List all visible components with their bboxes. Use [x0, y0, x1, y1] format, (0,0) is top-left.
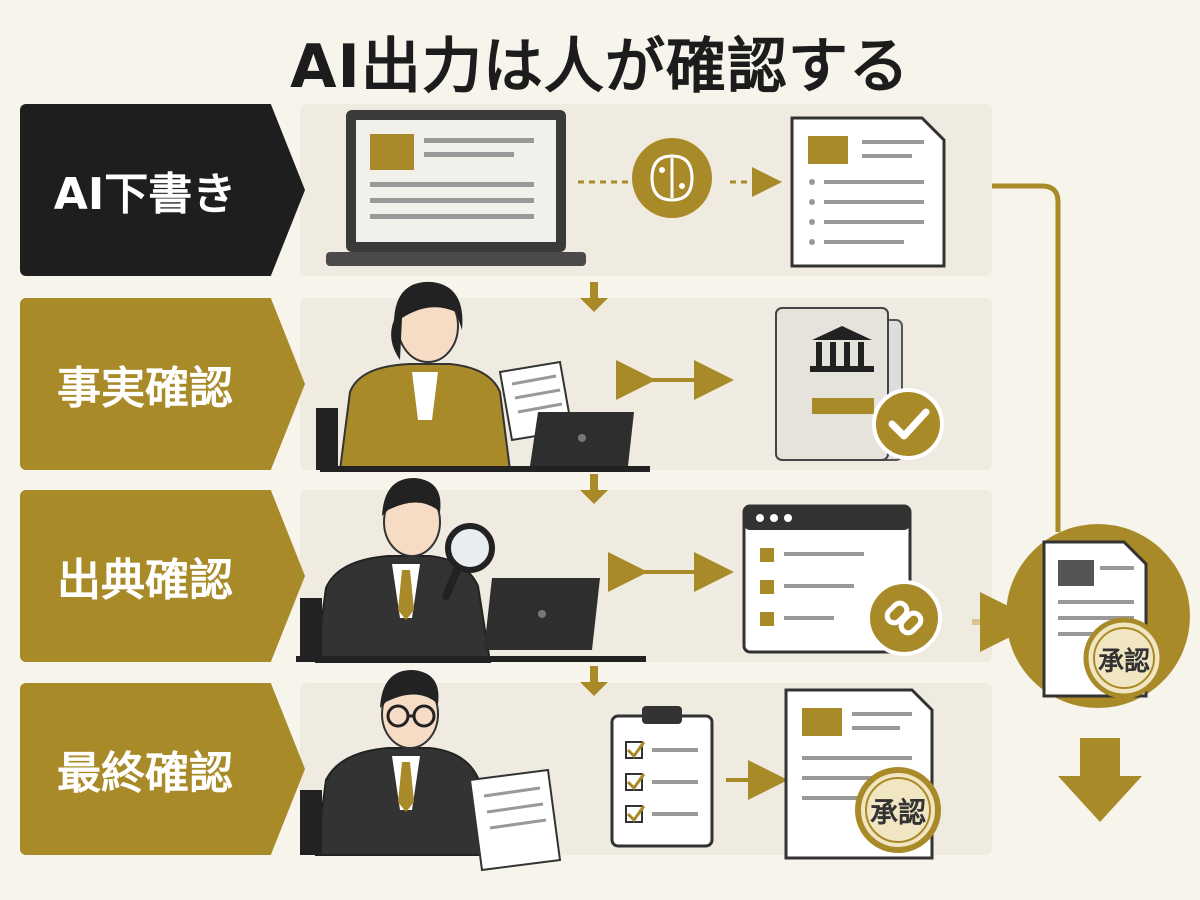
reference-book-icon: [775, 307, 903, 461]
magnifying-glass-icon: [442, 523, 495, 600]
checklist-clipboard-icon: [610, 706, 714, 848]
page-title: AI出力は人が確認する: [290, 32, 910, 102]
approval-stamp-text: 承認: [870, 796, 926, 829]
down-arrow-icon: [1058, 738, 1142, 822]
stage-label-text: 事実確認: [57, 363, 233, 414]
approval-stamp-text: 承認: [1098, 646, 1150, 677]
stage-label-fact-check: 事実確認: [20, 298, 305, 470]
link-icon: [866, 580, 942, 656]
approved-document-badge: 承認: [1006, 524, 1190, 708]
stage-label-ai-draft: AI下書き: [20, 104, 305, 276]
ai-brain-icon: [632, 138, 712, 218]
person-source-checker: [300, 478, 492, 663]
down-arrow-icon: [580, 282, 608, 696]
person-final-approver: [300, 670, 492, 856]
approval-stamp-icon: 承認: [855, 767, 941, 853]
stage-label-final-check: 最終確認: [20, 683, 305, 855]
paper-in-hand-icon: [468, 768, 562, 872]
flow-connector-line: [992, 183, 1061, 532]
check-circle-icon: [872, 388, 944, 460]
laptop-icon: [326, 110, 586, 266]
laptop-icon: [320, 412, 650, 472]
stage-label-text: 出典確認: [57, 555, 233, 606]
document-icon: [790, 116, 946, 268]
person-fact-checker: [316, 281, 512, 471]
stage-label-source-check: 出典確認: [20, 490, 305, 662]
stage-label-text: 最終確認: [57, 748, 233, 799]
laptop-icon: [296, 578, 646, 662]
stage-label-text: AI下書き: [53, 169, 237, 220]
